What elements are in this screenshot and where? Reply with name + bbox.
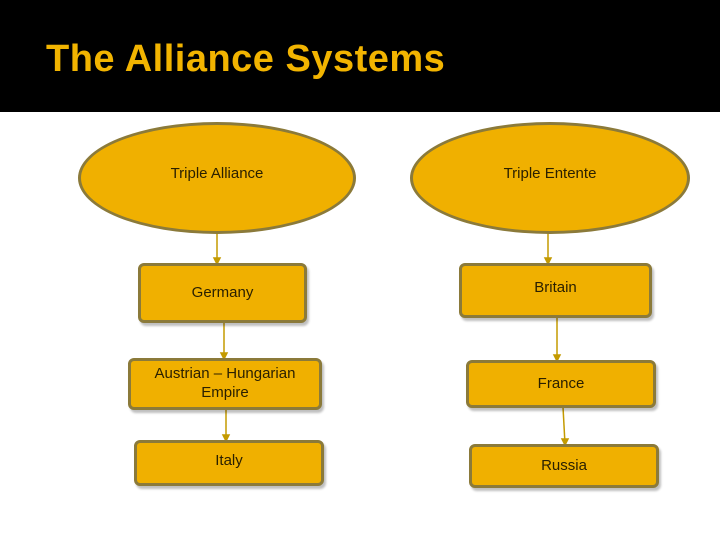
- france-node: France: [466, 360, 656, 408]
- triple-alliance-node: Triple Alliance: [78, 122, 356, 234]
- austria-hungary-node: Austrian – Hungarian Empire: [128, 358, 322, 410]
- italy-label: Italy: [215, 451, 243, 469]
- title-bar: The Alliance Systems: [0, 0, 720, 112]
- italy-node: Italy: [134, 440, 324, 486]
- germany-label: Germany: [191, 283, 254, 301]
- russia-node: Russia: [469, 444, 659, 488]
- austria-hungary-label: Austrian – Hungarian Empire: [154, 365, 296, 401]
- britain-node: Britain: [459, 263, 652, 318]
- triple-entente-node: Triple Entente: [410, 122, 690, 234]
- slide-title: The Alliance Systems: [46, 38, 446, 80]
- russia-label: Russia: [541, 456, 587, 474]
- britain-label: Britain: [534, 279, 577, 297]
- france-label: France: [537, 374, 585, 392]
- triple-entente-label: Triple Entente: [503, 164, 597, 182]
- germany-node: Germany: [138, 263, 307, 323]
- triple-alliance-label: Triple Alliance: [170, 164, 264, 182]
